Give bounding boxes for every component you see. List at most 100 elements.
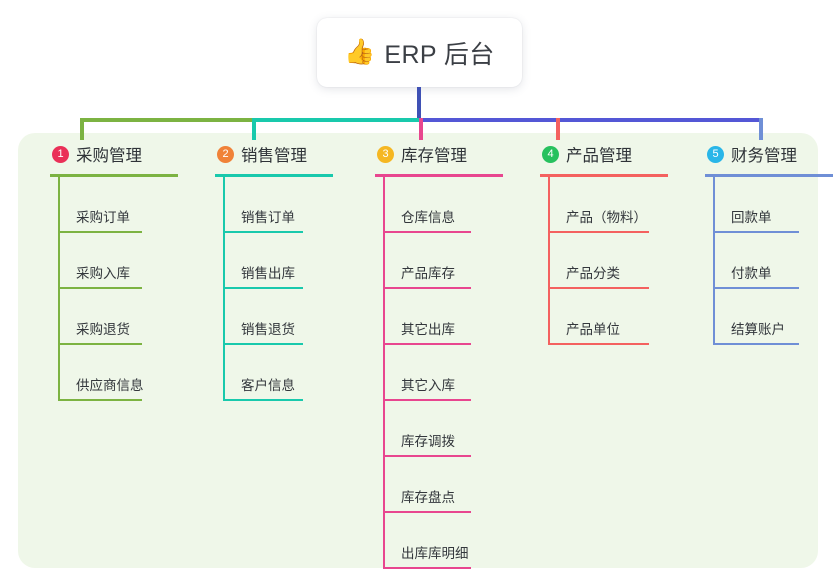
leaf-item-rule: [223, 231, 303, 233]
leaf-item-rule: [383, 567, 471, 569]
leaf-item-rule: [223, 399, 303, 401]
leaf-item-label: 产品分类: [566, 266, 620, 281]
bus-segment-blue: [419, 118, 759, 122]
branch-header-product-management[interactable]: 4 产品管理: [526, 133, 632, 175]
leaf-item[interactable]: 其它出库: [383, 289, 471, 345]
branch-header-rule: [50, 174, 178, 177]
leaf-item[interactable]: 产品分类: [548, 233, 649, 289]
leaf-item[interactable]: 销售出库: [223, 233, 303, 289]
leaf-item-label: 结算账户: [731, 322, 785, 337]
branch-column-product-management: 4 产品管理产品（物料） 产品分类产品单位: [526, 133, 668, 345]
branch-header-rule: [540, 174, 668, 177]
leaf-item[interactable]: 采购订单: [58, 177, 142, 233]
branch-column-purchase-management: 1 采购管理采购订单采购入库采购退货供应商信息: [36, 133, 178, 401]
leaf-item-rule: [223, 287, 303, 289]
leaf-item-rule: [383, 343, 471, 345]
leaf-item-label: 出库库明细: [401, 546, 469, 561]
leaf-item-label: 产品单位: [566, 322, 620, 337]
leaf-item-rule: [713, 287, 799, 289]
leaf-item-label: 其它出库: [401, 322, 455, 337]
drop-connector-sales-management: [252, 118, 256, 140]
leaf-item[interactable]: 库存调拨: [383, 401, 471, 457]
leaf-item-rule: [383, 231, 471, 233]
branch-header-purchase-management[interactable]: 1 采购管理: [36, 133, 142, 175]
leaf-item-rule: [383, 399, 471, 401]
branch-spine: [383, 177, 385, 569]
leaf-item[interactable]: 其它入库: [383, 345, 471, 401]
branch-spine: [223, 177, 225, 401]
leaf-item-label: 仓库信息: [401, 210, 455, 225]
leaf-item[interactable]: 采购入库: [58, 233, 142, 289]
branch-number-badge: 4: [542, 145, 559, 163]
drop-connector-product-management: [556, 118, 560, 140]
leaf-item-rule: [548, 231, 649, 233]
branch-title: 库存管理: [401, 147, 467, 165]
leaf-item[interactable]: 结算账户: [713, 289, 799, 345]
leaf-item[interactable]: 产品单位: [548, 289, 649, 345]
branch-number-badge: 5: [707, 145, 724, 163]
leaf-item-rule: [713, 343, 799, 345]
leaf-item-label: 产品（物料）: [566, 210, 647, 225]
branch-header-sales-management[interactable]: 2 销售管理: [201, 133, 307, 175]
leaf-item-label: 付款单: [731, 266, 772, 281]
branch-title: 产品管理: [566, 147, 632, 165]
root-stem-connector: [417, 87, 421, 120]
branch-number-badge: 3: [377, 145, 394, 163]
leaf-item-rule: [383, 455, 471, 457]
leaf-item-label: 销售出库: [241, 266, 295, 281]
leaf-item-rule: [58, 287, 142, 289]
branch-title: 采购管理: [76, 147, 142, 165]
leaf-item-label: 采购入库: [76, 266, 130, 281]
branch-spine: [58, 177, 60, 401]
branch-spine: [713, 177, 715, 345]
leaf-item-rule: [383, 287, 471, 289]
leaf-item-label: 客户信息: [241, 378, 295, 393]
thumbs-up-icon: 👍: [344, 38, 376, 66]
leaf-item-rule: [713, 231, 799, 233]
leaf-item[interactable]: 销售退货: [223, 289, 303, 345]
leaf-item-label: 供应商信息: [76, 378, 144, 393]
branches-panel: 1 采购管理采购订单采购入库采购退货供应商信息 2 销售管理销售订单销售出库销售退货客…: [18, 133, 833, 569]
leaf-item-label: 销售订单: [241, 210, 295, 225]
drop-connector-purchase-management: [80, 118, 84, 140]
branch-header-rule: [705, 174, 833, 177]
leaf-item-label: 库存盘点: [401, 490, 455, 505]
leaf-item[interactable]: 产品库存: [383, 233, 471, 289]
leaf-item[interactable]: 库存盘点: [383, 457, 471, 513]
leaf-item-rule: [223, 343, 303, 345]
branch-header-rule: [375, 174, 503, 177]
leaf-item[interactable]: 回款单: [713, 177, 799, 233]
branch-number-badge: 2: [217, 145, 234, 163]
bus-segment-green: [80, 118, 252, 122]
branch-number-badge: 1: [52, 145, 69, 163]
drop-connector-inventory-management: [419, 118, 423, 140]
branch-column-sales-management: 2 销售管理销售订单销售出库销售退货客户信息: [201, 133, 333, 401]
root-node-title: ERP 后台: [384, 40, 495, 69]
branch-column-inventory-management: 3 库存管理仓库信息产品库存其它出库其它入库库存调拨库存盘点出库库明细: [361, 133, 503, 569]
leaf-item[interactable]: 产品（物料）: [548, 177, 649, 233]
branch-header-rule: [215, 174, 333, 177]
branch-title: 销售管理: [241, 147, 307, 165]
branch-spine: [548, 177, 550, 345]
leaf-item-label: 回款单: [731, 210, 772, 225]
root-node-card[interactable]: 👍 ERP 后台: [317, 18, 522, 87]
leaf-item-rule: [548, 343, 649, 345]
leaf-item[interactable]: 采购退货: [58, 289, 142, 345]
leaf-item[interactable]: 出库库明细: [383, 513, 471, 569]
branch-header-inventory-management[interactable]: 3 库存管理: [361, 133, 467, 175]
leaf-item-label: 其它入库: [401, 378, 455, 393]
leaf-item[interactable]: 仓库信息: [383, 177, 471, 233]
leaf-item-label: 采购退货: [76, 322, 130, 337]
leaf-item[interactable]: 供应商信息: [58, 345, 144, 401]
leaf-item[interactable]: 付款单: [713, 233, 799, 289]
bus-segment-teal: [252, 118, 419, 122]
leaf-item-rule: [58, 343, 142, 345]
drop-connector-finance-management: [759, 118, 763, 140]
leaf-item-label: 销售退货: [241, 322, 295, 337]
leaf-item[interactable]: 客户信息: [223, 345, 303, 401]
leaf-item-label: 采购订单: [76, 210, 130, 225]
leaf-item[interactable]: 销售订单: [223, 177, 303, 233]
leaf-item-rule: [548, 287, 649, 289]
